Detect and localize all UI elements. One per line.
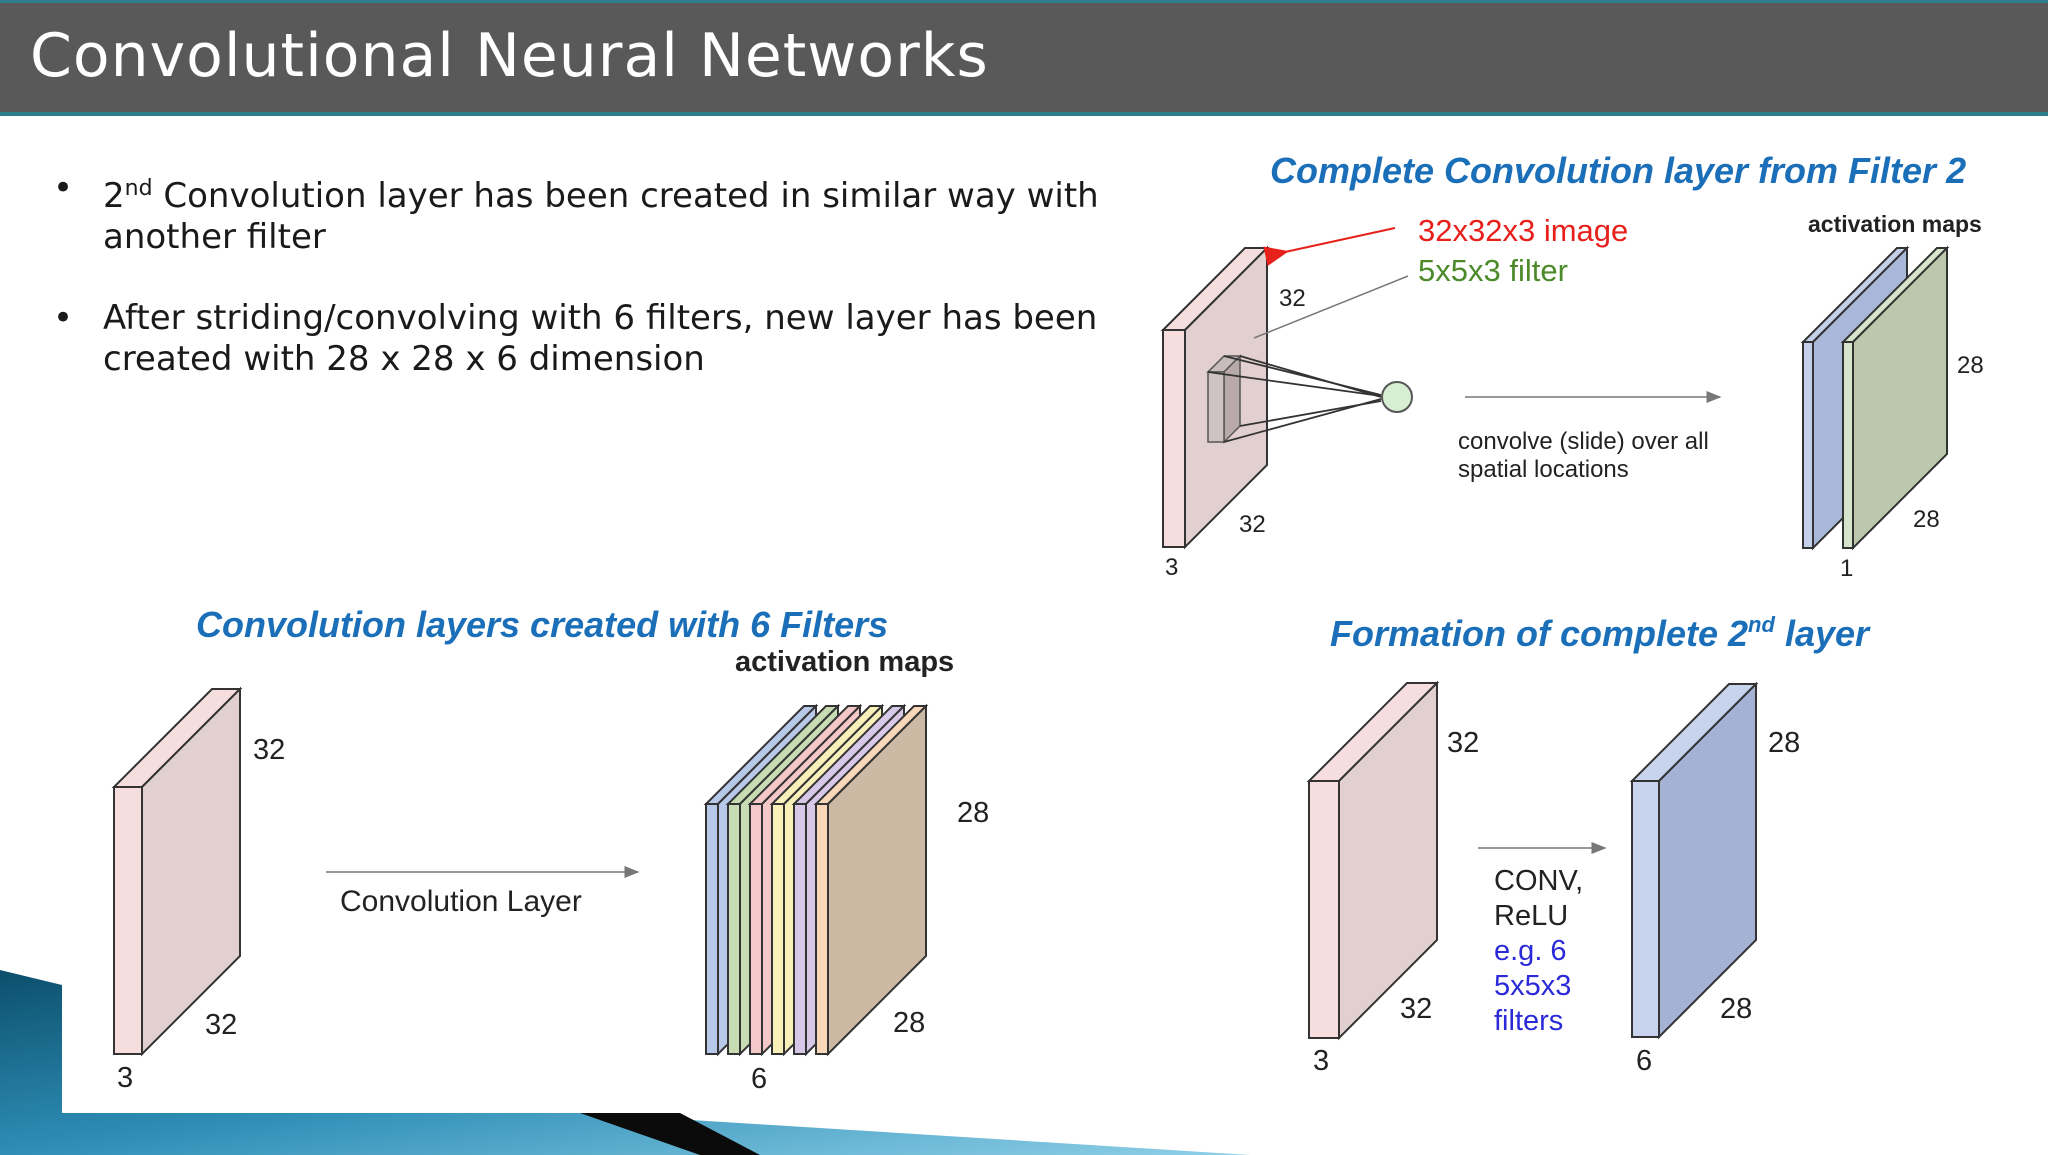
filter-pointer-line <box>1253 275 1409 339</box>
bullet-text: Convolution layer has been created in si… <box>103 176 1099 257</box>
six-output-width-label: 28 <box>957 797 989 829</box>
filter-projection-lines <box>1207 355 1382 443</box>
op-line5: filters <box>1494 1005 1563 1037</box>
six-input-width-label: 32 <box>253 734 285 766</box>
output-height-label: 28 <box>1913 506 1940 533</box>
image-pointer-arrow <box>1263 227 1396 267</box>
six-input-height-label: 32 <box>205 1009 237 1041</box>
six-output-depth-label: 6 <box>751 1063 767 1095</box>
title-bar: Convolutional Neural Networks <box>0 0 2048 116</box>
bullet-list: • 2nd Convolution layer has been created… <box>50 168 1100 420</box>
caption-six-filters: Convolution layers created with 6 Filter… <box>196 604 889 645</box>
second-output-width-label: 28 <box>1768 727 1800 759</box>
filter-patch <box>1206 354 1242 444</box>
caption-second-layer: Formation of complete 2nd layer <box>1330 612 1869 655</box>
bullet-prefix: 2 <box>103 176 125 216</box>
image-label: 32x32x3 image <box>1418 213 1628 248</box>
six-activation-maps-label: activation maps <box>735 646 954 678</box>
bullet-text: After striding/convolving with 6 filters… <box>103 298 1098 379</box>
bullet-item: • After striding/convolving with 6 filte… <box>50 298 1100 380</box>
op-line4: 5x5x3 <box>1494 970 1571 1002</box>
second-input-width-label: 32 <box>1447 727 1479 759</box>
slide-title: Convolutional Neural Networks <box>30 21 989 91</box>
second-input-depth-label: 3 <box>1313 1045 1329 1077</box>
bullet-marker: • <box>53 298 74 338</box>
caption-filter2: Complete Convolution layer from Filter 2 <box>1270 150 1967 191</box>
output-width-label: 28 <box>1957 352 1984 379</box>
six-output-height-label: 28 <box>893 1007 925 1039</box>
op-line2: ReLU <box>1494 900 1568 932</box>
output-volume-second-layer <box>1629 681 1759 1040</box>
convolve-label-line2: spatial locations <box>1458 456 1629 483</box>
second-output-height-label: 28 <box>1720 993 1752 1025</box>
second-input-height-label: 32 <box>1400 993 1432 1025</box>
bullet-item: • 2nd Convolution layer has been created… <box>50 168 1100 258</box>
input-volume-six-filters <box>111 686 243 1057</box>
caption-superscript: nd <box>1748 612 1775 637</box>
caption-prefix: Formation of complete 2 <box>1330 613 1749 654</box>
op-line1: CONV, <box>1494 865 1583 897</box>
six-input-depth-label: 3 <box>117 1062 133 1094</box>
activation-map-2 <box>1840 245 1950 551</box>
caption-suffix: layer <box>1774 613 1870 654</box>
op-line3: e.g. 6 <box>1494 935 1567 967</box>
input-volume-second-layer <box>1306 680 1440 1041</box>
output-depth-label: 1 <box>1840 555 1853 582</box>
second-output-depth-label: 6 <box>1636 1045 1652 1077</box>
input-height-label: 32 <box>1239 511 1266 538</box>
bullet-superscript: nd <box>124 176 153 201</box>
activation-map-stack <box>703 703 929 1057</box>
neuron-node <box>1381 381 1413 413</box>
convolve-label-line1: convolve (slide) over all <box>1458 428 1709 455</box>
bullet-marker: • <box>53 168 74 208</box>
input-width-label: 32 <box>1279 285 1306 312</box>
filter-label: 5x5x3 filter <box>1418 253 1568 288</box>
activation-maps-label: activation maps <box>1808 211 1982 237</box>
activation-map-slice <box>813 703 929 1057</box>
input-depth-label: 3 <box>1165 554 1178 581</box>
convolution-layer-label: Convolution Layer <box>340 885 582 918</box>
